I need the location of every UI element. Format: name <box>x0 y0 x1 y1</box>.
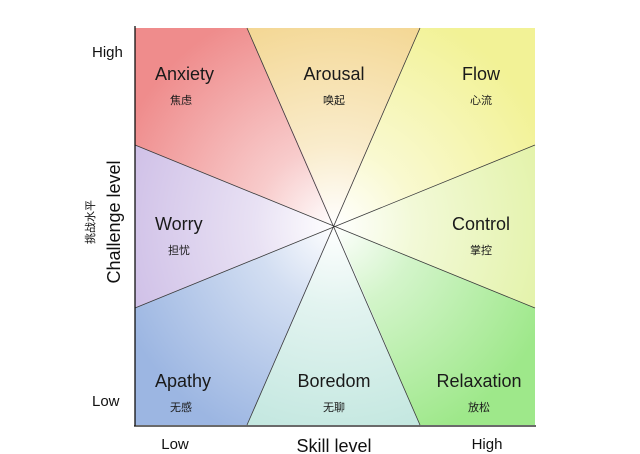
x-axis-title: Skill level <box>296 436 371 454</box>
y-axis-title-zh: 挑战水平 <box>83 200 97 244</box>
label-relaxation-zh: 放松 <box>468 400 490 414</box>
x-axis-low-label: Low <box>161 436 189 453</box>
label-control-zh: 掌控 <box>470 243 492 257</box>
label-anxiety: Anxiety <box>155 64 214 84</box>
label-boredom-zh: 无聊 <box>323 400 345 414</box>
x-axis-high-label: High <box>472 436 503 453</box>
y-axis-title: Challenge level <box>104 160 124 283</box>
label-relaxation: Relaxation <box>436 371 521 391</box>
label-arousal-zh: 唤起 <box>323 93 345 107</box>
divider-line <box>246 27 421 426</box>
divider-line <box>134 144 536 309</box>
label-worry: Worry <box>155 214 203 234</box>
divider-lines <box>134 27 536 426</box>
label-apathy: Apathy <box>155 371 211 391</box>
label-flow: Flow <box>462 64 501 84</box>
label-boredom: Boredom <box>297 371 370 391</box>
label-anxiety-zh: 焦虑 <box>170 94 192 107</box>
regions <box>135 28 535 425</box>
axis-labels: High Low Low High Skill level Challenge … <box>83 44 502 454</box>
label-control: Control <box>452 214 510 234</box>
label-apathy-zh: 无感 <box>170 401 192 414</box>
y-axis-high-label: High <box>92 44 123 61</box>
state-labels: Anxiety 焦虑 Arousal 唤起 Flow 心流 Worry 担忧 C… <box>155 64 522 414</box>
label-worry-zh: 担忧 <box>168 243 190 257</box>
label-arousal: Arousal <box>303 64 364 84</box>
y-axis-low-label: Low <box>92 393 120 410</box>
label-flow-zh: 心流 <box>470 93 492 107</box>
axes <box>134 26 536 427</box>
